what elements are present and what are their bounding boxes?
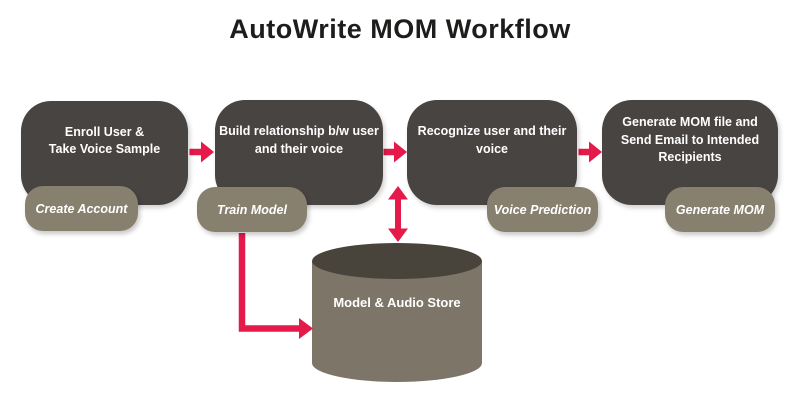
pill-generate-mom-label: Generate MOM [675, 202, 765, 217]
pill-train-model: Train Model [197, 187, 307, 232]
datastore-cylinder [312, 243, 482, 382]
pill-voice-prediction-label: Voice Prediction [493, 202, 592, 217]
diagram-title: AutoWrite MOM Workflow [229, 14, 571, 44]
stage-build-relationship-label: Build relationship b/w user and their vo… [219, 124, 379, 156]
pill-create-account: Create Account [25, 186, 138, 231]
stage-build-relationship: Build relationship b/w user and their vo… [215, 100, 383, 205]
stage-enroll-user-label: Enroll User & Take Voice Sample [48, 124, 161, 157]
stage-generate-mom-label: Generate MOM file and Send Email to Inte… [620, 115, 760, 165]
datastore-label: Model & Audio Store [333, 295, 461, 310]
arrow-train-model-to-datastore [238, 233, 313, 339]
arrow-recognize-to-generate [578, 141, 602, 163]
arrow-enroll-to-build [189, 141, 214, 163]
pill-voice-prediction: Voice Prediction [487, 187, 598, 232]
pill-create-account-label: Create Account [35, 201, 128, 216]
arrow-build-to-recognize [383, 141, 407, 163]
stage-recognize-user-label: Recognize user and their voice [417, 124, 567, 156]
arrow-pipeline-datastore-bidirectional [388, 186, 408, 242]
pill-train-model-label: Train Model [217, 202, 287, 217]
pill-generate-mom: Generate MOM [665, 187, 775, 232]
